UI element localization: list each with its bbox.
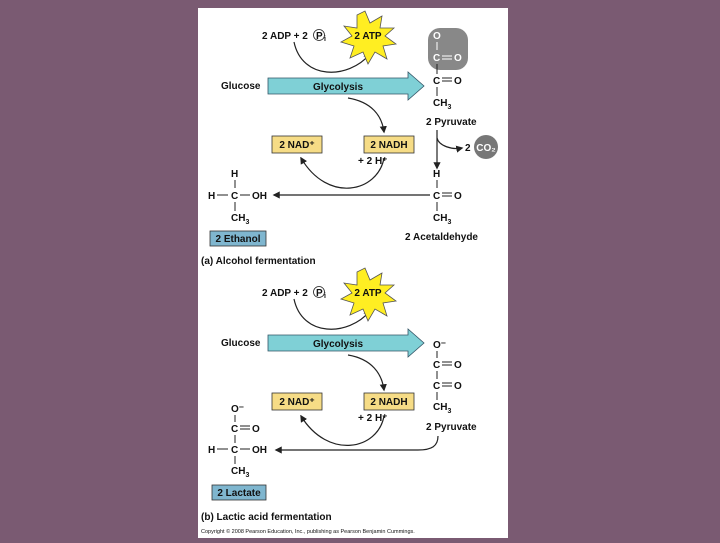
co2-coefficient: 2: [465, 143, 471, 154]
lactate-c1: C: [231, 424, 238, 435]
pyruvate-c2: C: [433, 76, 440, 87]
fermentation-figure: 2 ADP + 2 P i 2 ATP Glucose Glycolysis 2…: [198, 8, 508, 538]
co2-circle: [474, 135, 498, 159]
ethanol-label: 2 Ethanol: [215, 234, 260, 245]
glycolysis-arrow: [267, 71, 425, 101]
co2-release-arrow: [436, 137, 464, 153]
lactate-label: 2 Lactate: [217, 488, 261, 499]
pyruvate-o2: O: [454, 76, 462, 87]
adp-label: 2 ADP + 2: [262, 31, 308, 42]
fermentation-diagram: 2 ADP + 2 P i 2 ATP Glucose Glycolysis 2…: [201, 10, 498, 535]
atp-formation-arrow: [293, 41, 371, 73]
nadh-label: 2 NADH: [370, 140, 407, 151]
glucose-label: Glucose: [221, 81, 261, 92]
panel-alcohol-fermentation: 2 ADP + 2 P i 2 ATP Glucose Glycolysis 2…: [201, 10, 498, 267]
nadh-formation-arrow: [347, 97, 387, 134]
acetaldehyde-o: O: [454, 191, 462, 202]
pyruvate-b-o2: O: [454, 381, 462, 392]
atp-burst-icon: [339, 10, 398, 65]
ethanol-box: [209, 230, 267, 247]
pyruvate-o1: O: [454, 53, 462, 64]
atp-label: 2 ATP: [354, 31, 382, 42]
nad-box: [271, 135, 323, 154]
phosphate-subscript-b: i: [324, 293, 326, 300]
co2-label: CO₂: [476, 143, 495, 154]
lactate-o-top: O⁻: [231, 404, 244, 415]
ethanol-oh: OH: [252, 191, 267, 202]
acetaldehyde-h: H: [433, 169, 440, 180]
panel-lactic-acid-fermentation: 2 ADP + 2 P i 2 ATP Glucose Glycolysis 2…: [201, 267, 477, 523]
glycolysis-label-b: Glycolysis: [313, 339, 363, 350]
atp-burst-icon-b: [339, 267, 398, 322]
nadh-box: [363, 135, 415, 154]
lactate-h-left: H: [208, 445, 215, 456]
phosphate-subscript: i: [324, 36, 326, 43]
phosphate-symbol-b: P: [316, 288, 323, 299]
nadh-box-b: [363, 392, 415, 411]
lactate-ch3: CH3: [231, 466, 249, 479]
ethanol-h-top: H: [231, 169, 238, 180]
acetaldehyde-label: 2 Acetaldehyde: [405, 232, 478, 243]
glycolysis-label: Glycolysis: [313, 82, 363, 93]
pyruvate-b-o1: O: [454, 360, 462, 371]
caption-b: (b) Lactic acid fermentation: [201, 512, 332, 523]
phosphate-icon-b: [313, 286, 325, 298]
pyruvate-label-a: 2 Pyruvate: [426, 117, 477, 128]
pyruvate-structure-a: O C O C O CH3 2 Pyruvate: [426, 28, 477, 128]
phosphate-symbol: P: [316, 31, 323, 42]
lactate-box: [211, 484, 267, 501]
glucose-label-b: Glucose: [221, 338, 261, 349]
caption-a: (a) Alcohol fermentation: [201, 256, 316, 267]
atp-label-b: 2 ATP: [354, 288, 382, 299]
nad-box-b: [271, 392, 323, 411]
pyruvate-b-c1: C: [433, 360, 440, 371]
pyruvate-b-o-top: O⁻: [433, 340, 446, 351]
nad-label-b: 2 NAD⁺: [279, 397, 314, 408]
glycolysis-arrow-b: [267, 328, 425, 358]
pyruvate-ch3: CH3: [433, 98, 451, 111]
pyruvate-c1: C: [433, 53, 440, 64]
nad-regeneration-arrow-b: [300, 414, 385, 446]
copyright-notice: Copyright © 2008 Pearson Education, Inc.…: [201, 528, 415, 535]
pyruvate-structure-b: O⁻ C O C O CH3 2 Pyruvate: [426, 340, 477, 433]
reduction-arrow-b: [274, 435, 439, 454]
nadh-formation-arrow-b: [347, 354, 387, 392]
lactate-oh: OH: [252, 445, 267, 456]
acetaldehyde-c: C: [433, 191, 440, 202]
h-plus-label: + 2 H⁺: [358, 156, 387, 167]
pyruvate-label-b: 2 Pyruvate: [426, 422, 477, 433]
ethanol-h-left: H: [208, 191, 215, 202]
adp-label-b: 2 ADP + 2: [262, 288, 308, 299]
phosphate-icon: [313, 29, 325, 41]
pyruvate-o-top: O: [433, 31, 441, 42]
lactate-c2: C: [231, 445, 238, 456]
h-plus-label-b: + 2 H⁺: [358, 413, 387, 424]
ethanol-ch3: CH3: [231, 213, 249, 226]
acetaldehyde-ch3: CH3: [433, 213, 451, 226]
lactate-structure: O⁻ C O H C OH CH3 2 Lactate: [208, 404, 267, 501]
ethanol-c: C: [231, 191, 238, 202]
acetaldehyde-structure: H C O CH3 2 Acetaldehyde: [405, 169, 478, 243]
pyruvate-b-c2: C: [433, 381, 440, 392]
nad-label: 2 NAD⁺: [279, 140, 314, 151]
ethanol-structure: H H C OH CH3 2 Ethanol: [208, 169, 267, 247]
pyruvate-b-ch3: CH3: [433, 402, 451, 415]
nadh-label-b: 2 NADH: [370, 397, 407, 408]
carboxyl-highlight: [428, 28, 468, 70]
lactate-o1: O: [252, 424, 260, 435]
atp-formation-arrow-b: [293, 298, 371, 330]
nad-regeneration-arrow: [300, 156, 385, 189]
